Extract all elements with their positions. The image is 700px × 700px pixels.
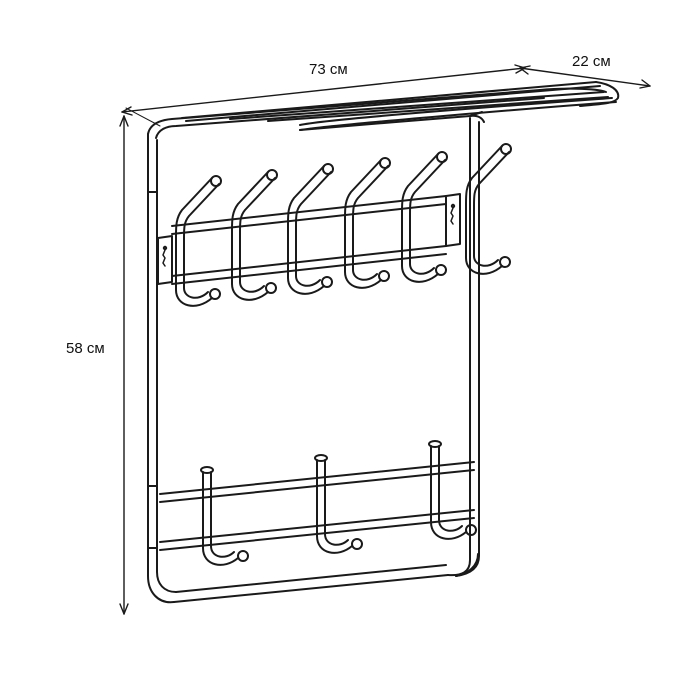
- upper-hook-1: [175, 175, 222, 307]
- height-label: 58 см: [66, 340, 105, 357]
- lower-hooks: [200, 440, 477, 566]
- upper-hook-4: [344, 157, 391, 289]
- height-dimension-line: [119, 115, 129, 615]
- dimension-lines: [119, 64, 651, 615]
- left-mounting-bracket: [157, 235, 173, 285]
- upper-hook-5: [401, 151, 448, 283]
- upper-hook-bar: [157, 193, 461, 285]
- frame: [147, 117, 480, 604]
- lower-hook-2: [314, 454, 363, 554]
- lower-hook-3: [428, 440, 477, 540]
- depth-dimension-line: [519, 65, 651, 89]
- width-label: 73 см: [309, 61, 348, 78]
- upper-hook-6: [465, 143, 512, 275]
- depth-label: 22 см: [572, 53, 611, 70]
- upper-hook-2: [231, 169, 278, 301]
- right-mounting-bracket: [445, 193, 461, 247]
- width-dimension-line: [121, 64, 526, 127]
- top-shelf: [147, 81, 620, 139]
- upper-hooks: [175, 143, 512, 307]
- upper-hook-3: [287, 163, 334, 295]
- lower-hook-1: [200, 466, 249, 566]
